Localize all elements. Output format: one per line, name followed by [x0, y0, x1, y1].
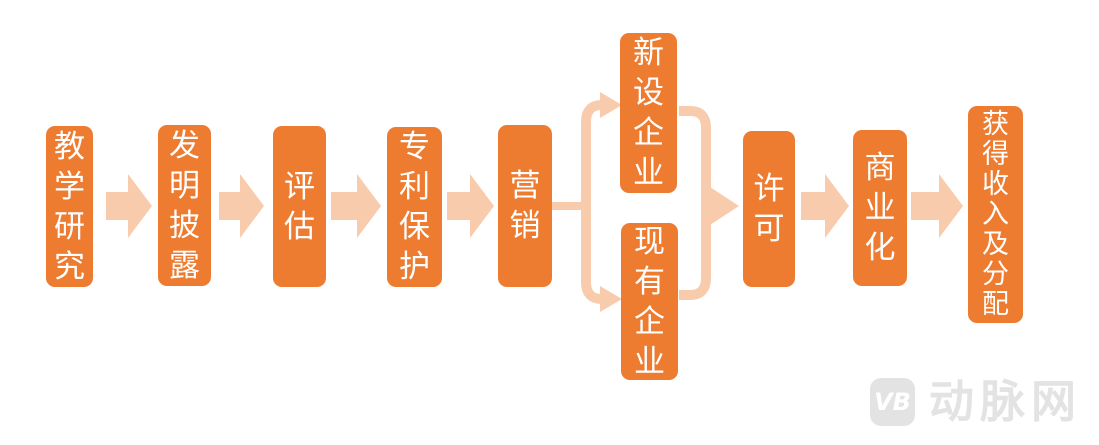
- watermark: VB 动脉网: [870, 378, 1082, 426]
- node-research-label: 教 学 研 究: [54, 128, 85, 285]
- node-patent-protection: 专 利 保 护: [387, 127, 442, 287]
- node-research: 教 学 研 究: [46, 126, 93, 287]
- fork-bracket: [581, 100, 603, 304]
- node-marketing-label: 营 销: [509, 168, 541, 244]
- vb-logo-icon: VB: [870, 378, 915, 426]
- merge-arrowhead-licensing: [710, 187, 739, 225]
- arrow-patent-marketing: [447, 174, 494, 238]
- node-marketing: 营 销: [498, 125, 552, 287]
- node-existing-enterprise-label: 现 有 企 业: [634, 223, 665, 380]
- arrow-licensing-commercialization: [801, 174, 849, 238]
- node-new-enterprise: 新 设 企 业: [620, 33, 677, 193]
- node-existing-enterprise: 现 有 企 业: [621, 223, 678, 380]
- arrow-disclosure-evaluation: [219, 174, 264, 238]
- merge-bracket: [679, 106, 711, 300]
- node-revenue-distribution: 获 得 收 入 及 分 配: [968, 106, 1023, 323]
- fork-arrowhead-new-enterprise: [600, 92, 622, 118]
- arrow-research-disclosure: [106, 174, 152, 238]
- node-evaluation: 评 估: [273, 126, 326, 287]
- node-invention-disclosure-label: 发 明 披 露: [169, 127, 200, 284]
- node-revenue-distribution-label: 获 得 收 入 及 分 配: [982, 108, 1009, 320]
- node-patent-protection-label: 专 利 保 护: [399, 129, 430, 285]
- node-commercialization-label: 商 业 化: [864, 150, 896, 266]
- watermark-site-name: 动脉网: [929, 375, 1083, 428]
- arrow-commercialization-revenue: [911, 174, 963, 238]
- node-invention-disclosure: 发 明 披 露: [158, 125, 211, 286]
- arrow-evaluation-patent: [331, 174, 381, 238]
- node-new-enterprise-label: 新 设 企 业: [633, 35, 664, 191]
- fork-arrowhead-existing-enterprise: [600, 286, 622, 312]
- node-licensing: 许 可: [743, 131, 795, 287]
- node-licensing-label: 许 可: [753, 171, 785, 247]
- node-commercialization: 商 业 化: [853, 130, 907, 286]
- node-evaluation-label: 评 估: [284, 168, 315, 245]
